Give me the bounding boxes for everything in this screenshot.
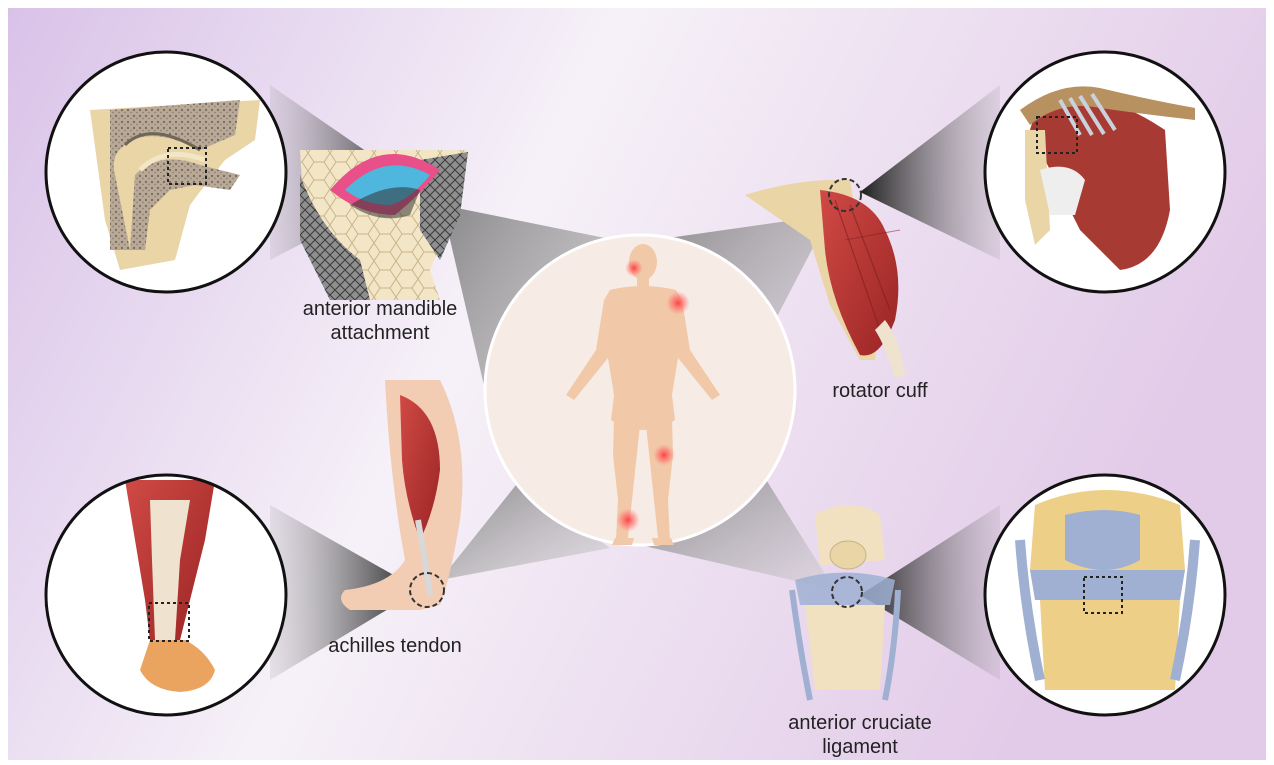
pain-marker-knee <box>653 444 675 466</box>
pain-marker-ankle <box>616 508 640 532</box>
pain-marker-jaw <box>625 259 643 277</box>
label-anterior-mandible-attachment: anterior mandible attachment <box>270 297 490 345</box>
label-line: rotator cuff <box>800 379 960 403</box>
label-line: ligament <box>755 735 965 759</box>
label-line: achilles tendon <box>300 634 490 658</box>
label-line: anterior mandible <box>270 297 490 321</box>
body-icon <box>485 235 795 545</box>
label-achilles-tendon: achilles tendon <box>300 634 490 658</box>
pain-marker-shoulder <box>666 291 690 315</box>
label-line: anterior cruciate <box>755 711 965 735</box>
label-rotator-cuff: rotator cuff <box>800 379 960 403</box>
label-anterior-cruciate-ligament: anterior cruciate ligament <box>755 711 965 759</box>
label-line: attachment <box>270 321 490 345</box>
